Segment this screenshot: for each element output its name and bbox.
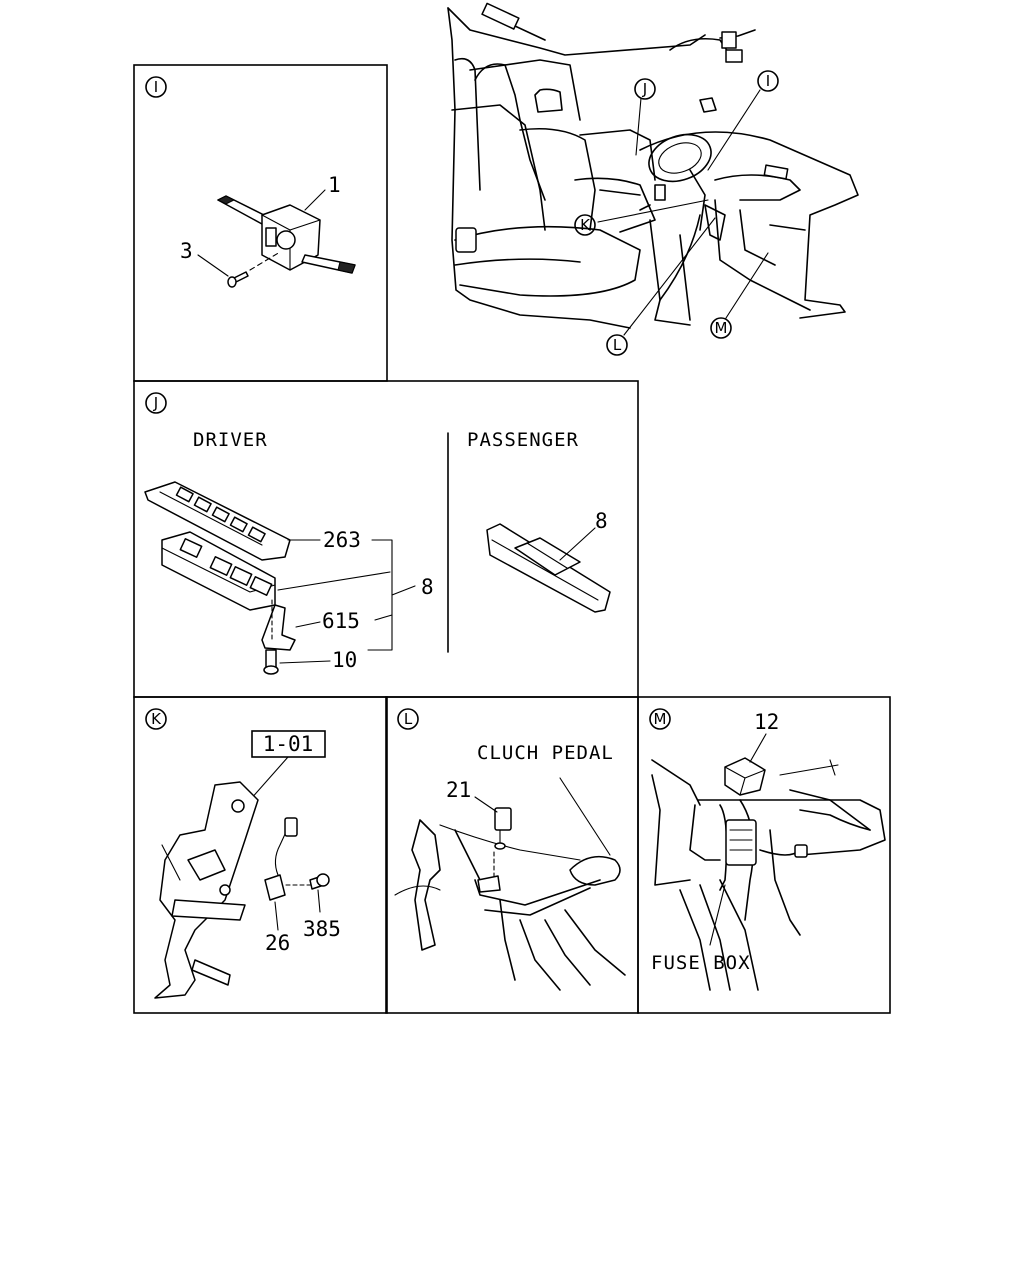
fuse-box-area	[651, 759, 886, 991]
clutch-pedal-caption: CLUCH PEDAL	[477, 742, 614, 764]
switch-21	[477, 807, 512, 893]
part-label-263: 263	[323, 528, 361, 552]
callout-K: K	[574, 214, 596, 236]
svg-text:I: I	[766, 72, 770, 90]
clutch-pedal	[394, 819, 626, 991]
bolt-385	[309, 873, 330, 890]
part-label-26: 26	[265, 931, 290, 955]
relay-12	[724, 757, 766, 796]
part-label-8-driver: 8	[421, 575, 434, 599]
callout-I: I	[757, 70, 779, 92]
view-K-marker: K	[151, 710, 162, 728]
view-L: L CLUCH PEDAL 21	[385, 696, 639, 1014]
part-label-385: 385	[303, 917, 341, 941]
callout-L: L	[606, 334, 628, 356]
fuse-box-caption: FUSE BOX	[651, 952, 751, 974]
pedal-bracket	[154, 781, 259, 999]
part-label-615: 615	[322, 609, 360, 633]
view-M-frame	[637, 696, 891, 1014]
screw	[227, 271, 249, 288]
svg-text:K: K	[580, 216, 591, 234]
view-K-frame	[133, 696, 388, 1014]
combination-switch	[216, 195, 356, 274]
view-J-marker: J	[153, 394, 158, 412]
part-label-21: 21	[446, 778, 471, 802]
ref-box-label: 1-01	[263, 732, 314, 756]
callout-J: J	[634, 78, 656, 100]
view-J: J DRIVER PASSENGER	[133, 380, 639, 698]
part-label-1: 1	[328, 173, 341, 197]
view-M: M 12	[637, 696, 891, 1014]
view-L-marker: L	[404, 710, 413, 728]
part-label-12: 12	[754, 710, 779, 734]
part-label-8-passenger: 8	[595, 509, 608, 533]
driver-caption: DRIVER	[193, 429, 268, 451]
callout-M: M	[710, 317, 732, 339]
part-label-3: 3	[180, 239, 193, 263]
svg-text:M: M	[715, 319, 728, 337]
view-I-marker: I	[154, 78, 158, 96]
svg-text:J: J	[642, 80, 647, 98]
view-K: K 1-01 26 385	[133, 696, 388, 1014]
view-I: I 1 3	[133, 64, 388, 382]
view-M-marker: M	[654, 710, 667, 728]
passenger-switch	[486, 523, 611, 613]
driver-switch-bezel	[144, 481, 291, 561]
passenger-caption: PASSENGER	[467, 429, 579, 451]
overview-view: J I K L M	[447, 2, 859, 356]
switch-26	[264, 817, 313, 901]
part-label-10: 10	[332, 648, 357, 672]
svg-text:L: L	[613, 336, 622, 354]
